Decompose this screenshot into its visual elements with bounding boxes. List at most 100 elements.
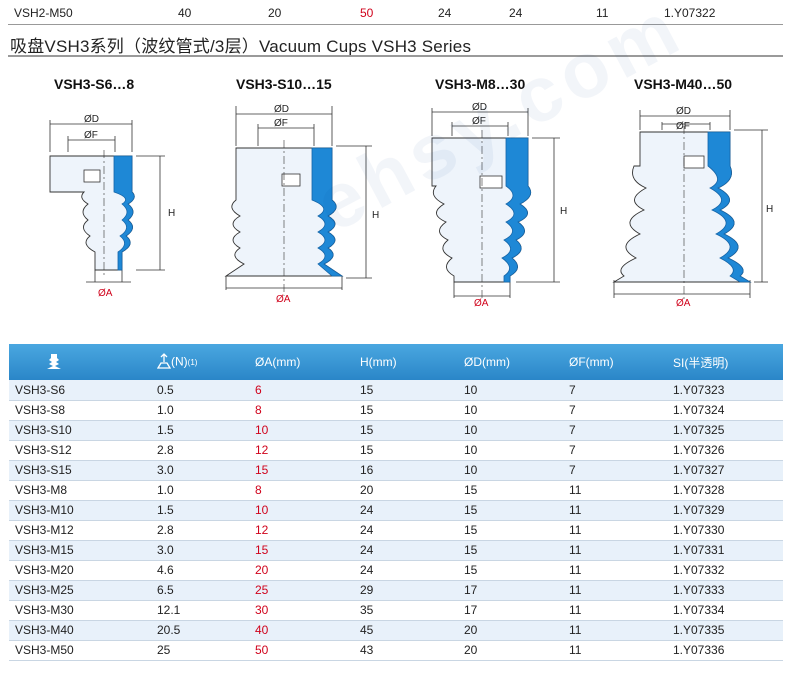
cell-code: 1.Y07323 (667, 380, 783, 401)
cell-d: 15 (458, 540, 563, 561)
cell-f: 11 (563, 580, 667, 601)
cell-force: 0.5 (151, 380, 249, 401)
cell-model: VSH3-M25 (9, 580, 151, 601)
cell-model: VSH3-M8 (9, 480, 151, 501)
table-header-row: (N)(1) ØA(mm) H(mm) ØD(mm) ØF(mm) SI(半透明… (9, 344, 783, 380)
cell-d: 17 (458, 580, 563, 601)
cell-a: 15 (249, 460, 354, 481)
cell-f: 7 (563, 420, 667, 441)
drawing-title-m8-30: VSH3-M8…30 (435, 76, 526, 92)
cell-f: 11 (563, 520, 667, 541)
cell-f: 11 (563, 560, 667, 581)
dim-a-label: ØA (474, 298, 489, 309)
cell-force: 3.0 (151, 460, 249, 481)
header-force-unit: (N) (171, 354, 188, 369)
prev-f: 24 (509, 6, 523, 20)
cell-code: 1.Y07333 (667, 580, 783, 601)
cell-f: 11 (563, 500, 667, 521)
cell-h: 24 (354, 540, 458, 561)
cell-d: 17 (458, 600, 563, 621)
cell-a: 8 (249, 400, 354, 421)
cell-model: VSH3-M10 (9, 500, 151, 521)
top-divider (8, 24, 783, 25)
cell-model: VSH3-M40 (9, 620, 151, 641)
cell-h: 15 (354, 420, 458, 441)
cell-d: 20 (458, 620, 563, 641)
cell-model: VSH3-S6 (9, 380, 151, 401)
dim-d-label: ØD (472, 102, 487, 113)
cell-h: 24 (354, 500, 458, 521)
cell-h: 15 (354, 400, 458, 421)
cell-a: 12 (249, 440, 354, 461)
cell-a: 8 (249, 480, 354, 501)
prev-a: 20 (268, 6, 282, 20)
cell-a: 30 (249, 600, 354, 621)
cell-h: 15 (354, 440, 458, 461)
cell-f: 11 (563, 640, 667, 661)
dim-h-label: H (560, 206, 567, 217)
header-code: SI(半透明) (673, 355, 729, 370)
cell-force: 1.5 (151, 500, 249, 521)
cell-model: VSH3-M30 (9, 600, 151, 621)
prev-code: 1.Y07322 (664, 6, 716, 20)
cell-d: 10 (458, 380, 563, 401)
cell-a: 50 (249, 640, 354, 661)
cell-code: 1.Y07325 (667, 420, 783, 441)
section-title: 吸盘VSH3系列（波纹管式/3层）Vacuum Cups VSH3 Series (10, 37, 472, 56)
cell-a: 15 (249, 540, 354, 561)
cell-d: 10 (458, 400, 563, 421)
prev-d: 24 (438, 6, 452, 20)
cell-force: 1.0 (151, 400, 249, 421)
cell-d: 15 (458, 560, 563, 581)
cell-h: 29 (354, 580, 458, 601)
cell-h: 43 (354, 640, 458, 661)
force-icon (156, 352, 172, 372)
drawing-s6-8: ØD ØF H ØA (49, 114, 175, 299)
dim-h-label: H (766, 204, 773, 215)
cell-code: 1.Y07334 (667, 600, 783, 621)
dim-h-label: H (168, 208, 175, 219)
dim-h-label: H (372, 210, 379, 221)
cell-f: 7 (563, 400, 667, 421)
cell-force: 2.8 (151, 440, 249, 461)
spec-table-container: (N)(1) ØA(mm) H(mm) ØD(mm) ØF(mm) SI(半透明… (9, 344, 783, 661)
cell-d: 10 (458, 460, 563, 481)
cell-a: 25 (249, 580, 354, 601)
cell-f: 7 (563, 460, 667, 481)
cell-force: 25 (151, 640, 249, 661)
title-divider (8, 55, 783, 57)
cell-a: 10 (249, 420, 354, 441)
cell-force: 3.0 (151, 540, 249, 561)
cell-code: 1.Y07335 (667, 620, 783, 641)
header-force: (N)(1) (151, 344, 249, 380)
prev-extra: 11 (596, 6, 609, 20)
drawing-title-m40-50: VSH3-M40…50 (634, 76, 733, 92)
cell-d: 15 (458, 520, 563, 541)
header-h: H(mm) (360, 355, 397, 369)
cell-force: 6.5 (151, 580, 249, 601)
cell-h: 16 (354, 460, 458, 481)
cell-model: VSH3-S10 (9, 420, 151, 441)
cell-model: VSH3-M15 (9, 540, 151, 561)
cell-h: 15 (354, 380, 458, 401)
cell-f: 11 (563, 620, 667, 641)
cell-f: 11 (563, 540, 667, 561)
cell-code: 1.Y07329 (667, 500, 783, 521)
cell-force: 1.0 (151, 480, 249, 501)
dim-f-label: ØF (472, 116, 486, 127)
cell-code: 1.Y07332 (667, 560, 783, 581)
cell-h: 24 (354, 560, 458, 581)
cell-d: 15 (458, 480, 563, 501)
cell-model: VSH3-S8 (9, 400, 151, 421)
